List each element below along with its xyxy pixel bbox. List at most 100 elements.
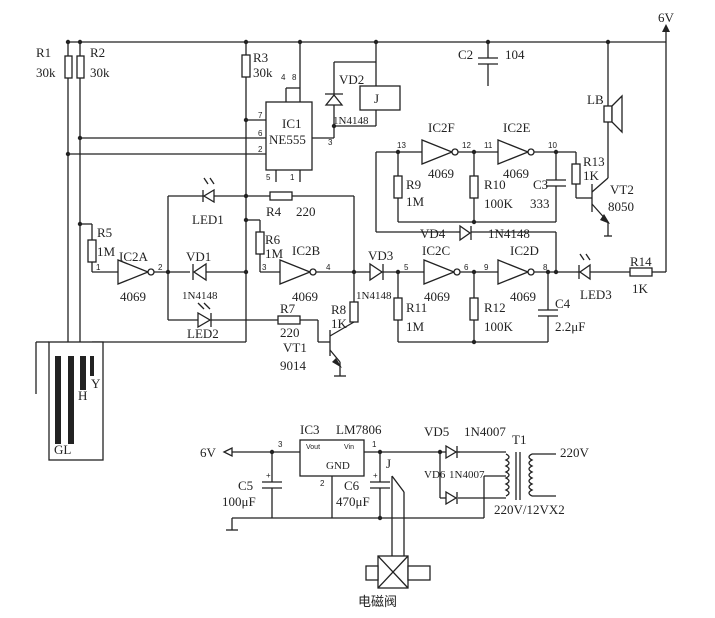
svg-text:R12: R12 [484, 300, 506, 315]
diode-vd6: VD6 1N4007 [424, 452, 506, 506]
svg-text:R9: R9 [406, 177, 421, 192]
svg-text:R6: R6 [265, 232, 281, 247]
svg-text:2: 2 [158, 263, 163, 272]
svg-text:J: J [386, 456, 391, 471]
svg-text:12: 12 [462, 141, 471, 150]
svg-text:NE555: NE555 [269, 132, 306, 147]
resistor-r12: R12 100K [469, 272, 514, 342]
resistor-r13: R13 1K [556, 151, 605, 199]
svg-text:VT1: VT1 [283, 340, 307, 355]
svg-text:8050: 8050 [608, 199, 634, 214]
svg-text:100K: 100K [484, 319, 514, 334]
resistor-r10: R10 100K [469, 152, 514, 222]
svg-text:IC3: IC3 [300, 422, 320, 437]
svg-text:2: 2 [258, 145, 263, 154]
resistor-r14: R14 1K [629, 254, 666, 296]
svg-text:C3: C3 [533, 177, 548, 192]
svg-text:4069: 4069 [424, 289, 450, 304]
svg-text:GND: GND [326, 460, 350, 472]
svg-text:LM7806: LM7806 [336, 422, 382, 437]
svg-text:100μF: 100μF [222, 494, 256, 509]
svg-text:30k: 30k [36, 65, 56, 80]
svg-text:IC2F: IC2F [428, 120, 455, 135]
relay-contact-j: J [386, 456, 405, 556]
svg-text:1N4148: 1N4148 [182, 290, 218, 302]
speaker-lb: LB [587, 42, 623, 178]
svg-text:220: 220 [280, 325, 300, 340]
svg-text:R4: R4 [266, 204, 282, 219]
svg-text:8: 8 [543, 263, 548, 272]
svg-text:LED3: LED3 [580, 287, 612, 302]
svg-text:LED2: LED2 [187, 326, 219, 341]
svg-text:R13: R13 [583, 154, 605, 169]
inverter-ic2b: IC2B 4069 3 4 [260, 243, 370, 304]
diode-vd1: VD1 1N4148 [182, 249, 246, 302]
svg-text:3: 3 [278, 440, 283, 449]
resistor-r2: R2 30k [76, 42, 110, 370]
svg-text:4069: 4069 [292, 289, 318, 304]
transistor-vt1: VT1 9014 [280, 321, 355, 377]
svg-text:C5: C5 [238, 478, 253, 493]
transistor-vt2: VT2 8050 [591, 177, 634, 237]
svg-text:R1: R1 [36, 45, 51, 60]
svg-text:VD3: VD3 [368, 248, 393, 263]
svg-text:R8: R8 [331, 302, 346, 317]
svg-text:+: + [373, 471, 378, 480]
svg-text:1: 1 [372, 440, 377, 449]
resistor-r7: R7 220 [277, 301, 319, 342]
svg-text:R10: R10 [484, 177, 506, 192]
svg-text:1K: 1K [583, 168, 600, 183]
resistor-r4: R4 220 [246, 191, 355, 272]
svg-text:4: 4 [281, 73, 286, 82]
svg-text:220V: 220V [560, 445, 590, 460]
svg-text:VD2: VD2 [339, 72, 364, 87]
svg-text:333: 333 [530, 196, 550, 211]
svg-text:R7: R7 [280, 301, 296, 316]
svg-text:4069: 4069 [510, 289, 536, 304]
svg-text:2: 2 [320, 479, 325, 488]
svg-text:3: 3 [328, 138, 333, 147]
svg-text:10: 10 [548, 141, 557, 150]
inverter-ic2e: IC2E 4069 11 10 [484, 120, 557, 181]
svg-text:470μF: 470μF [336, 494, 370, 509]
diode-vd4: VD4 1N4148 [420, 224, 557, 272]
svg-text:Vout: Vout [306, 444, 320, 451]
svg-text:1M: 1M [406, 319, 425, 334]
svg-text:H: H [78, 388, 87, 403]
svg-text:2.2μF: 2.2μF [555, 319, 585, 334]
svg-text:7: 7 [258, 111, 263, 120]
diode-vd5: VD5 1N4007 [424, 424, 506, 460]
svg-text:9: 9 [484, 263, 489, 272]
svg-text:1: 1 [290, 173, 295, 182]
inverter-ic2f: IC2F 4069 13 12 [376, 120, 498, 181]
power-supply-section: 6V IC3 LM7806 Vout Vin GND 3 1 2 + C5 10… [200, 422, 590, 609]
svg-text:1K: 1K [331, 316, 348, 331]
svg-text:4069: 4069 [120, 289, 146, 304]
resistor-r6: R6 1M [246, 219, 284, 272]
svg-text:电磁阀: 电磁阀 [358, 594, 397, 609]
svg-text:104: 104 [505, 47, 525, 62]
svg-text:C6: C6 [344, 478, 360, 493]
svg-text:1N4148: 1N4148 [488, 226, 530, 241]
svg-text:11: 11 [484, 141, 493, 150]
inverter-ic2c: IC2C 4069 5 6 [404, 243, 498, 304]
ic1-ne555: IC1 NE555 4 8 7 6 2 3 5 1 [68, 42, 334, 182]
svg-text:J: J [374, 91, 379, 106]
svg-text:VD1: VD1 [186, 249, 211, 264]
svg-text:4069: 4069 [428, 166, 454, 181]
inverter-ic2a: IC2A 4069 1 2 [92, 249, 190, 304]
svg-text:30k: 30k [253, 65, 273, 80]
svg-text:1M: 1M [265, 246, 284, 261]
svg-text:1N4148: 1N4148 [356, 290, 392, 302]
svg-text:R14: R14 [630, 254, 652, 269]
water-level-probe: GL H Y [35, 341, 104, 461]
resistor-r8: R8 1K [331, 272, 359, 331]
svg-text:GL: GL [54, 442, 71, 457]
svg-text:1N4148: 1N4148 [333, 115, 369, 127]
svg-text:4069: 4069 [503, 166, 529, 181]
svg-text:IC1: IC1 [282, 116, 302, 131]
svg-text:R2: R2 [90, 45, 105, 60]
svg-text:VD4: VD4 [420, 226, 446, 241]
